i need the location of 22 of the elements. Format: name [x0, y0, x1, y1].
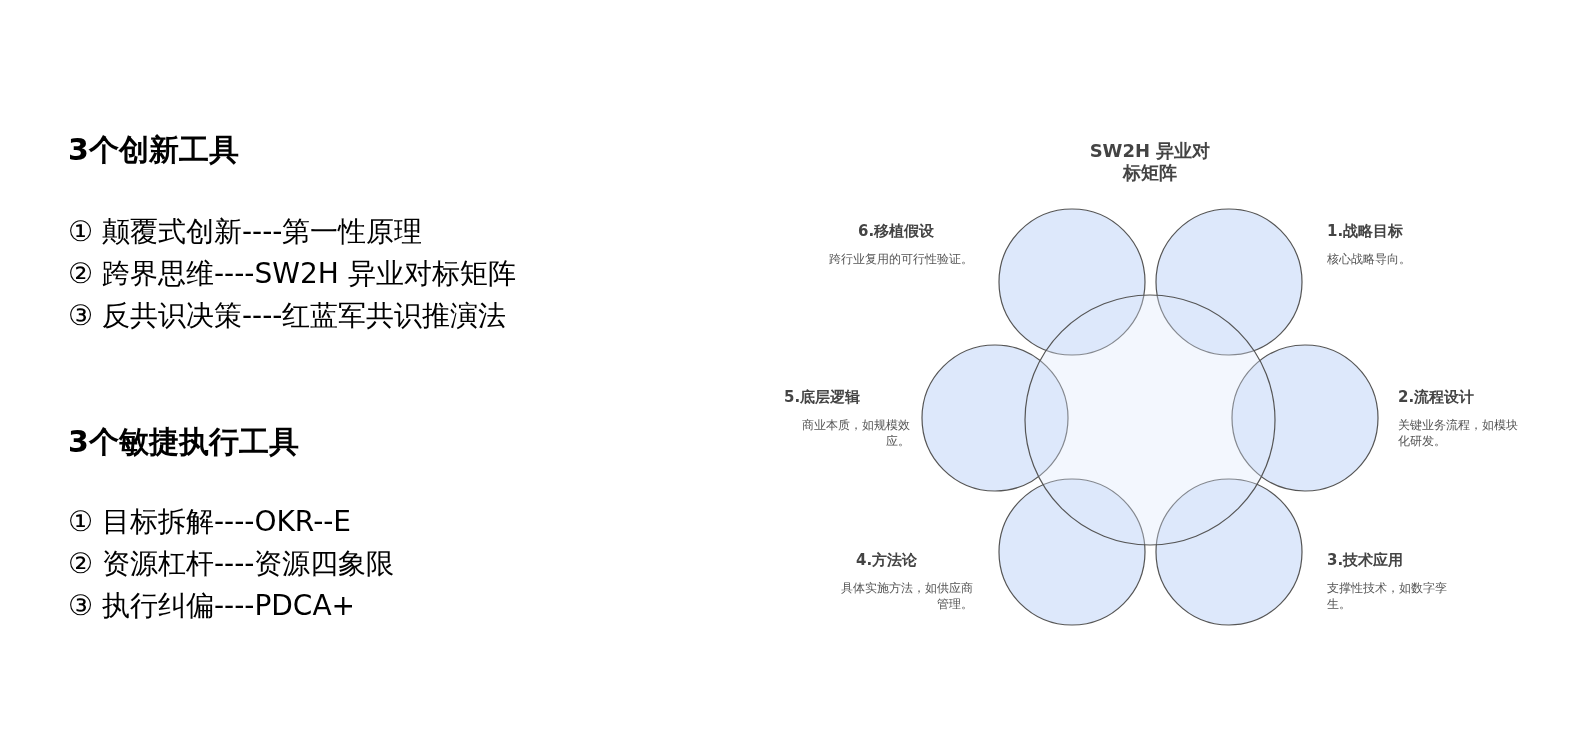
circle-description: 商业本质，如规模效应。 — [801, 417, 910, 449]
list-item: ① 目标拆解----OKR--E — [68, 504, 352, 540]
circle-description: 支撑性技术，如数字孪生。 — [1327, 580, 1448, 612]
list-item: ② 跨界思维----SW2H 异业对标矩阵 — [68, 256, 516, 292]
circle-heading: 4.方法论 — [855, 551, 918, 570]
circle-description: 核心战略导向。 — [1327, 251, 1412, 267]
circle-heading: 3.技术应用 — [1327, 551, 1404, 570]
circle — [1024, 294, 1276, 546]
circle-heading: 1.战略目标 — [1327, 222, 1404, 241]
circle-heading: 6.移植假设 — [857, 222, 935, 241]
circle-heading: 2.流程设计 — [1398, 388, 1475, 407]
circle-heading: 5.底层逻辑 — [783, 388, 861, 407]
circle-description: 关键业务流程，如模块化研发。 — [1398, 417, 1519, 449]
circle-description: 具体实施方法，如供应商管理。 — [840, 580, 973, 612]
section-heading: 3个敏捷执行工具 — [68, 423, 299, 461]
list-item: ② 资源杠杆----资源四象限 — [68, 546, 395, 582]
list-item: ③ 执行纠偏----PDCA+ — [68, 588, 356, 624]
circle-description: 跨行业复用的可行性验证。 — [828, 251, 973, 267]
list-item: ③ 反共识决策----红蓝军共识推演法 — [68, 298, 507, 334]
list-item: ① 颠覆式创新----第一性原理 — [68, 214, 423, 250]
diagram-title: SW2H 异业对标矩阵 — [1088, 140, 1212, 184]
section-heading: 3个创新工具 — [68, 131, 239, 169]
